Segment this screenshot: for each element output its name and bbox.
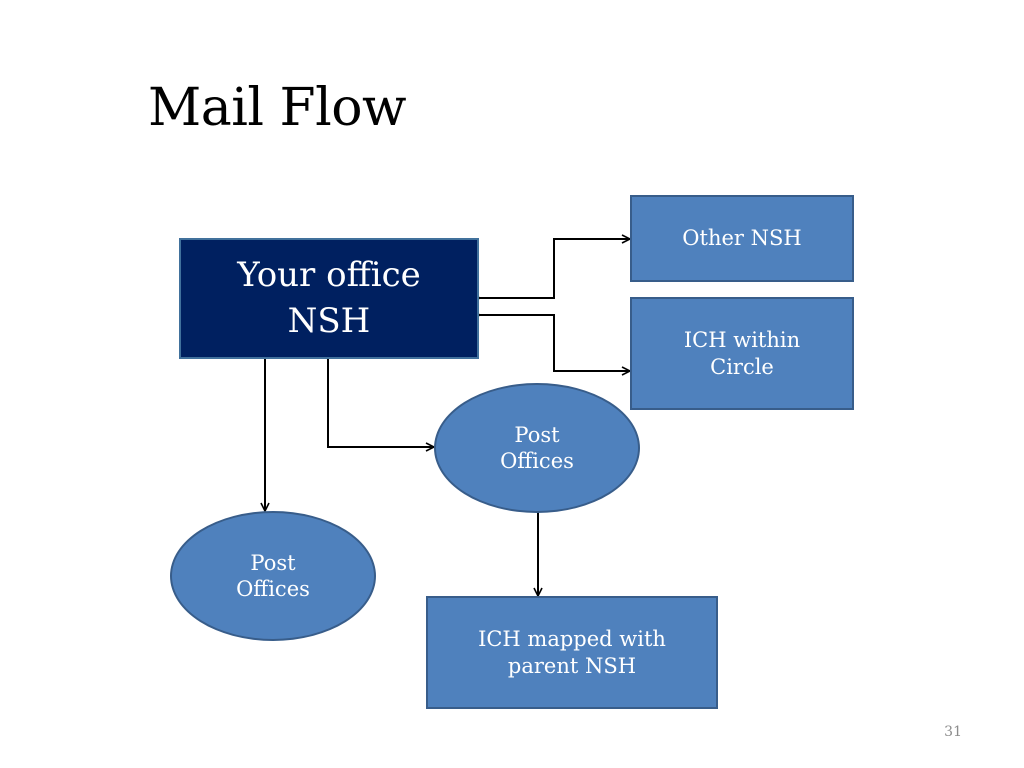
node-ich-mapped-with-parent-nsh: ICH mapped with parent NSH: [426, 596, 718, 709]
node-post-offices-right: Post Offices: [434, 383, 640, 513]
page-number: 31: [944, 724, 962, 740]
edge-your-office-other-nsh: [480, 239, 630, 298]
node-ich-within-circle: ICH within Circle: [630, 297, 854, 410]
node-other-nsh: Other NSH: [630, 195, 854, 282]
slide-title: Mail Flow: [148, 78, 407, 138]
edge-your-office-post-offices-right: [328, 359, 434, 447]
node-your-office-nsh: Your office NSH: [179, 238, 479, 359]
node-post-offices-left: Post Offices: [170, 511, 376, 641]
edge-your-office-ich-within-circle: [480, 315, 630, 371]
